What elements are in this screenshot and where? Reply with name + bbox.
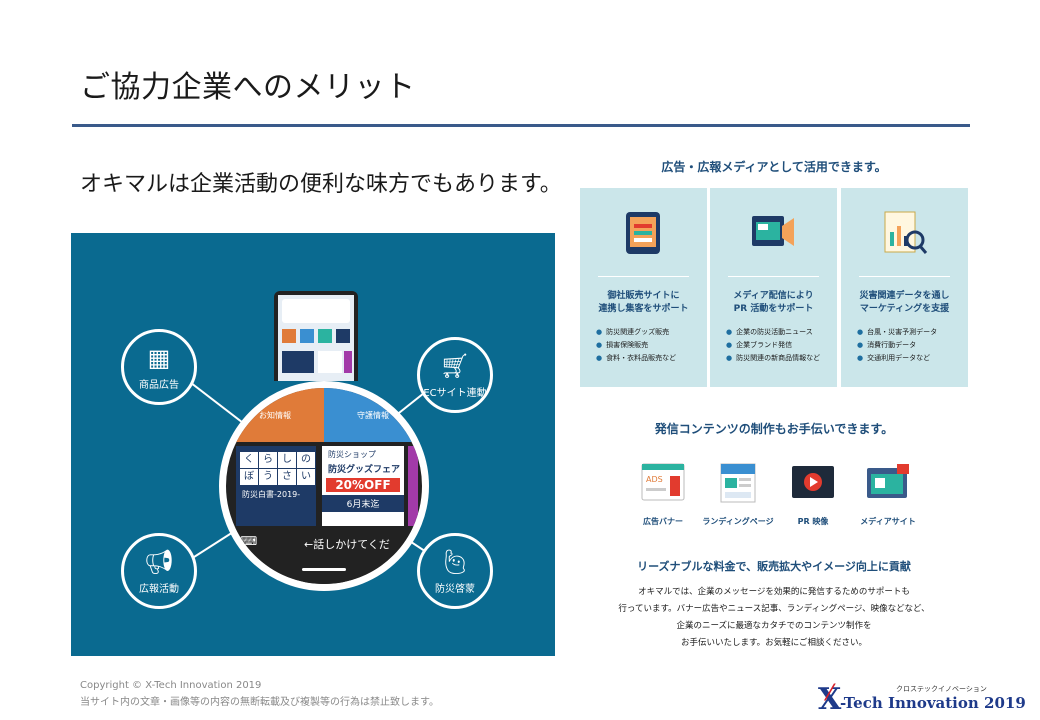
- node-pr: 📢︎ 広報活動: [121, 533, 197, 609]
- video-play-icon: [792, 466, 834, 498]
- bullet-item: 防災関連の新商品情報など: [726, 352, 820, 365]
- node-disaster-awareness: 🙋︎ 防災啓蒙: [417, 533, 493, 609]
- media-item-landing-page: ランディングページ: [693, 462, 783, 527]
- media-item-media-site: メディアサイト: [843, 462, 933, 527]
- title-divider: [72, 124, 970, 127]
- page-title: ご協力企業へのメリット: [80, 70, 416, 105]
- phone-zoom-lens: お知情報 守護情報 く ら し の ぼ う さ い 防災白書-2019- 防災シ…: [219, 381, 429, 591]
- media-item-ad-banner: ADS 広告バナー: [618, 462, 708, 527]
- pricing-heading: リーズナブルな料金で、販売拡大やイメージ向上に貢献: [637, 560, 911, 573]
- column-title-line1: 御社販売サイトに: [607, 291, 680, 301]
- page-subtitle: オキマルは企業活動の便利な味方でもあります。: [80, 172, 562, 197]
- person-alert-icon: 🙋︎: [439, 548, 471, 576]
- kurashi-banner: く ら し の ぼ う さ い 防災白書-2019-: [236, 446, 316, 526]
- shopping-cart-icon: 🛒︎: [439, 352, 471, 380]
- chat-input: ←話しかけてくだ: [304, 538, 390, 551]
- bullet-item: 企業ブランド発信: [726, 339, 820, 352]
- svg-text:ADS: ADS: [646, 475, 663, 484]
- logo-x-mark: X: [818, 682, 842, 717]
- column-title-line2: PR 活動をサポート: [733, 304, 814, 314]
- bullet-item: 防災関連グッズ販売: [596, 326, 676, 339]
- storefront-icon: ▦: [147, 344, 171, 372]
- data-analysis-icon: [884, 211, 928, 254]
- chat-input-bar: ⌨ ←話しかけてくだ: [226, 528, 422, 584]
- copyright-notice: 当サイト内の文章・画像等の内容の無断転載及び複製等の行為は禁止致します。: [80, 697, 439, 708]
- column-title-line1: メディア配信により: [733, 291, 814, 301]
- bullet-item: 食料・衣料品販売など: [596, 352, 676, 365]
- copyright-text: Copyright © X-Tech Innovation 2019: [80, 680, 262, 691]
- app-illustration: ▦ 商品広告 🛒︎ ECサイト連動 📢︎ 広報活動 🙋︎ 防災啓蒙 お知情報 守…: [71, 233, 555, 656]
- tab-news: お知情報: [259, 411, 291, 420]
- node-ec-site: 🛒︎ ECサイト連動: [417, 337, 493, 413]
- bullet-item: 台風・災害予測データ: [857, 326, 937, 339]
- column-title-line2: 連携し集客をサポート: [598, 304, 689, 314]
- phone-screen: [278, 295, 354, 381]
- description-text: オキマルでは、企業のメッセージを効果的に発信するためのサポートも 行っています。…: [618, 587, 930, 648]
- logo-x-accent: ⁄: [828, 680, 832, 706]
- tab-guard: 守護情報: [357, 411, 389, 420]
- megaphone-icon: 📢︎: [143, 548, 175, 576]
- media-heading: 広告・広報メディアとして活用できます。: [661, 160, 887, 174]
- content-production-heading: 発信コンテンツの制作もお手伝いできます。: [654, 422, 894, 436]
- benefit-column-pr: メディア配信により PR 活動をサポート 企業の防災活動ニュース 企業ブランド発信…: [710, 188, 837, 387]
- landing-page-icon: [720, 463, 756, 503]
- bullet-item: 損害保険販売: [596, 339, 676, 352]
- bullet-item: 企業の防災活動ニュース: [726, 326, 820, 339]
- company-logo: X ⁄ クロステックイノベーション -Tech Innovation 2019: [818, 680, 1026, 717]
- media-item-pr-video: PR 映像: [768, 462, 858, 527]
- media-site-icon: [867, 464, 909, 498]
- ad-banner-icon: ADS: [641, 463, 685, 501]
- bullet-item: 消費行動データ: [857, 339, 937, 352]
- column-title-line2: マーケティングを支援: [859, 304, 950, 314]
- media-broadcast-icon: [752, 216, 794, 246]
- fair-banner: 防災ショップ 防災グッズフェア 20%OFF 6月末迄: [322, 446, 404, 526]
- keyboard-icon: ⌨: [240, 534, 258, 548]
- column-title-line1: 災害関連データを通し: [859, 291, 950, 301]
- smartphone-shop-icon: [626, 212, 660, 254]
- bullet-item: 交通利用データなど: [857, 352, 937, 365]
- node-product-ad: ▦ 商品広告: [121, 329, 197, 405]
